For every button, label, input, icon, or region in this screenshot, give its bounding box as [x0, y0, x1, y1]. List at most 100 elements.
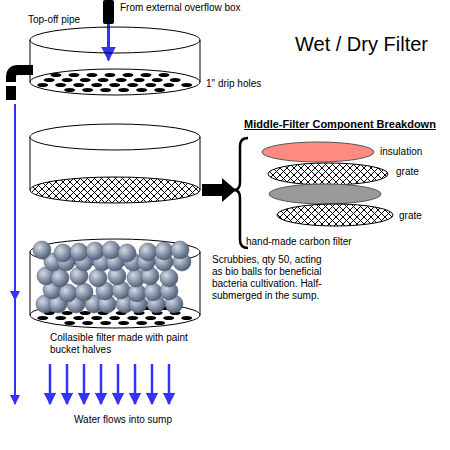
part-label: hand-made carbon filter: [246, 236, 352, 248]
note: Scrubbies, qty 50, acting as bio balls f…: [212, 254, 334, 302]
drip-hole: [118, 321, 129, 325]
bucket-rim: [30, 124, 200, 150]
bio-ball: [155, 242, 173, 260]
bio-ball: [89, 269, 107, 287]
drip-hole: [134, 78, 145, 82]
drip-hole: [64, 321, 75, 325]
drip-hole: [127, 83, 138, 87]
bio-ball: [118, 244, 136, 262]
drip-hole: [118, 88, 129, 92]
outflow-arrow: [49, 364, 52, 404]
note: Collasible filter made with paint bucket…: [50, 332, 200, 356]
drip-hole: [68, 73, 79, 77]
drip-hole: [64, 88, 75, 92]
explode-arrow: [202, 178, 236, 202]
inlet-pipe: [103, 0, 114, 24]
note: Water flows into sump: [74, 414, 172, 426]
drip-hole: [145, 316, 156, 320]
top-bucket: [30, 40, 200, 95]
drip-hole: [44, 78, 55, 82]
drip-hole: [82, 321, 93, 325]
part-label: insulation: [380, 146, 422, 158]
insulation-layer: [262, 142, 374, 162]
bio-ball: [75, 283, 93, 301]
bucket-rim: [30, 27, 200, 53]
overflow-arrow: [14, 104, 16, 300]
drip-hole: [109, 83, 120, 87]
drip-hole: [80, 78, 91, 82]
drip-hole: [127, 316, 138, 320]
drip-hole: [116, 78, 127, 82]
grate-layer: [277, 204, 393, 226]
outflow-arrows: [50, 364, 169, 404]
bracket: [234, 138, 248, 248]
bucket-side: [200, 40, 201, 82]
drip-hole: [170, 78, 181, 82]
title: Wet / Dry Filter: [295, 32, 428, 56]
drip-hole: [50, 73, 61, 77]
drip-hole: [37, 83, 48, 87]
outflow-arrow: [134, 364, 137, 404]
bucket-side: [30, 252, 31, 315]
drip-hole: [73, 83, 84, 87]
inflow-arrow: [107, 24, 110, 60]
drip-holes: [37, 73, 192, 92]
section-heading: Middle-Filter Component Breakdown: [244, 118, 436, 131]
drip-hole: [181, 316, 192, 320]
bio-ball: [86, 242, 104, 260]
drip-hole: [152, 78, 163, 82]
bio-ball: [171, 241, 189, 259]
pipe-label: Top-off pipe: [28, 14, 80, 26]
grate-layer: [268, 163, 388, 185]
drip-hole: [91, 316, 102, 320]
drip-hole: [136, 88, 147, 92]
drip-hole: [55, 83, 66, 87]
drip-hole: [100, 321, 111, 325]
bio-ball: [160, 269, 178, 287]
drip-hole: [122, 73, 133, 77]
bucket-bottom-grate: [30, 177, 200, 203]
drip-hole: [98, 78, 109, 82]
outflow-arrow: [83, 364, 86, 404]
bucket-bottom: [30, 69, 200, 95]
bucket-side: [200, 137, 201, 190]
drip-hole: [37, 316, 48, 320]
outflow-arrow: [66, 364, 69, 404]
outflow-arrow: [100, 364, 103, 404]
bio-ball: [144, 283, 162, 301]
bucket-side: [30, 40, 31, 82]
outflow-arrow: [151, 364, 154, 404]
bio-balls: [33, 241, 191, 313]
bucket-side: [200, 252, 201, 315]
drip-hole: [136, 321, 147, 325]
drip-hole: [86, 73, 97, 77]
bio-ball: [102, 241, 120, 259]
outflow-arrow: [168, 364, 171, 404]
outflow-arrow: [117, 364, 120, 404]
drip-hole: [163, 83, 174, 87]
inlet-label: From external overflow box: [120, 2, 241, 14]
drip-hole: [100, 88, 111, 92]
elbow-joint: [5, 82, 17, 86]
carbon-filter-layer: [269, 184, 381, 204]
drip-hole: [62, 78, 73, 82]
drip-hole: [145, 83, 156, 87]
bio-ball: [70, 243, 88, 261]
bio-ball: [54, 244, 72, 262]
drip-hole: [73, 316, 84, 320]
drip-hole: [104, 73, 115, 77]
bio-ball: [33, 241, 51, 259]
drip-hole: [91, 83, 102, 87]
part-label: grate: [396, 166, 419, 178]
part-label: 1" drip holes: [206, 78, 261, 90]
drip-hole: [154, 88, 165, 92]
drip-hole: [109, 316, 120, 320]
bio-ball: [139, 243, 157, 261]
drip-hole: [82, 88, 93, 92]
part-label: grate: [399, 210, 422, 222]
drip-hole: [154, 321, 165, 325]
overflow-arrow: [14, 300, 16, 404]
drip-hole: [158, 73, 169, 77]
